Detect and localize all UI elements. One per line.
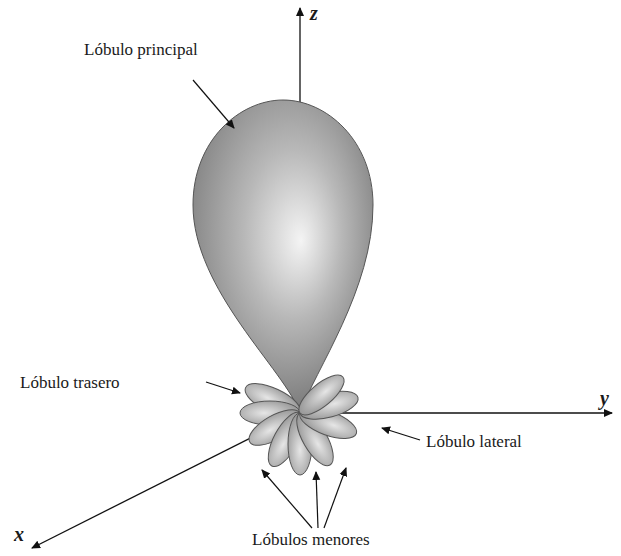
leader-arrow (206, 382, 240, 393)
axis-label: y (600, 388, 609, 408)
lobe-label: Lóbulos menores (252, 530, 370, 550)
lobe-label: Lóbulo lateral (426, 432, 522, 452)
axis-label: z (310, 3, 318, 23)
leader-arrow (316, 472, 318, 528)
y-axis (300, 412, 612, 413)
lobe-label: Lóbulo principal (84, 40, 198, 60)
leader-arrow (324, 468, 346, 528)
main-lobe (193, 100, 373, 413)
axis-label: x (14, 524, 24, 544)
leader-arrow (262, 470, 312, 528)
leader-arrow (382, 428, 420, 440)
leader-arrow (193, 80, 234, 128)
minor-lobes (240, 369, 361, 475)
lobe-label: Lóbulo trasero (20, 373, 120, 393)
